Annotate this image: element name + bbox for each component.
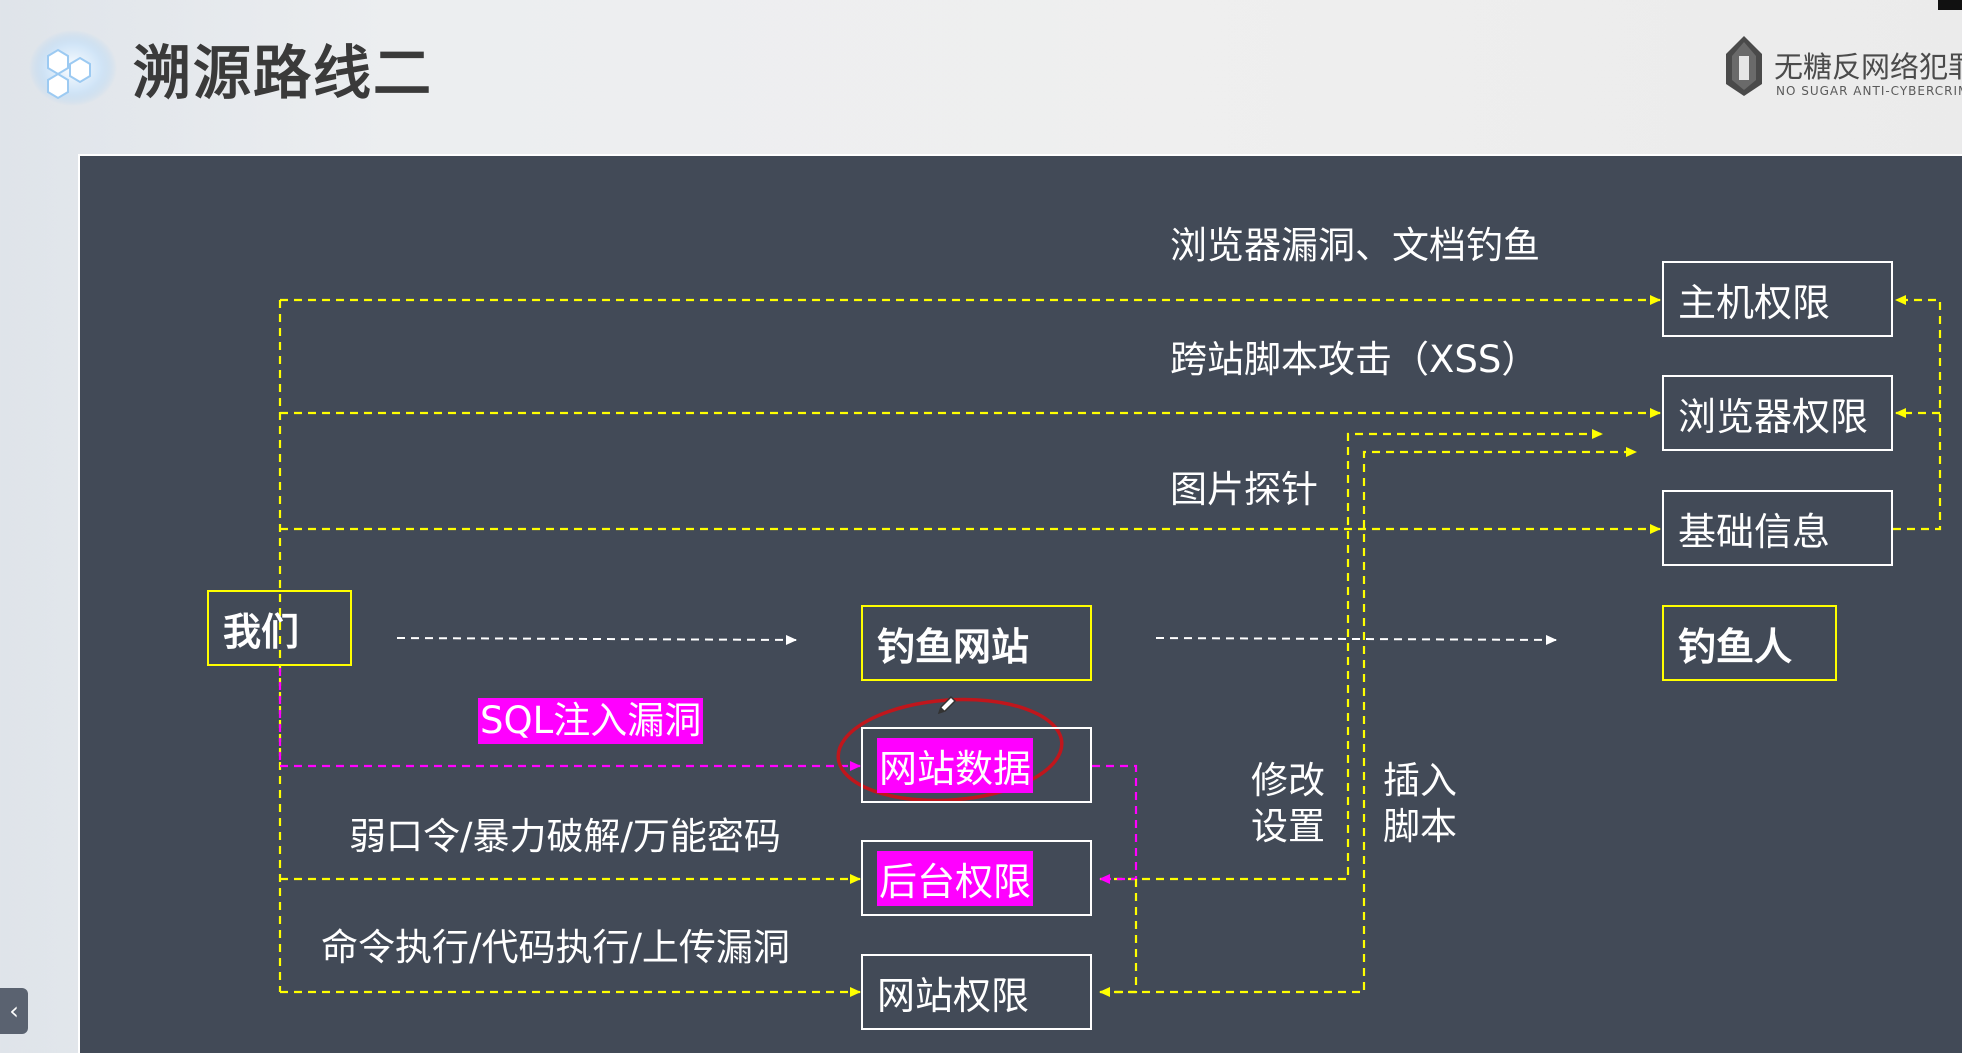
brand-name-cn: 无糖反网络犯罪 xyxy=(1774,50,1962,84)
edge-info-feedback xyxy=(1893,295,1942,531)
label-image-probe: 图片探针 xyxy=(1170,468,1318,511)
edge-data-to-admin xyxy=(1092,764,1138,884)
node-site-privilege: 网站权限 xyxy=(861,954,1092,1030)
node-admin-privilege-label: 后台权限 xyxy=(877,850,1034,906)
node-browser-privilege: 浏览器权限 xyxy=(1662,375,1893,451)
node-phishing-site: 钓鱼网站 xyxy=(861,605,1092,681)
prev-slide-button[interactable]: ‹ xyxy=(0,988,28,1034)
node-admin-privilege: 后台权限 xyxy=(861,840,1092,916)
node-site-data: 网站数据 xyxy=(861,727,1092,803)
brand-name-en: NO SUGAR ANTI-CYBERCRIME xyxy=(1776,84,1962,98)
label-weak-password: 弱口令/暴力破解/万能密码 xyxy=(349,815,781,858)
corner-marker xyxy=(1938,0,1962,10)
node-host-privilege: 主机权限 xyxy=(1662,261,1893,337)
label-browser-vuln: 浏览器漏洞、文档钓鱼 xyxy=(1170,224,1540,267)
slide-header: 溯源路线二 无糖反网络犯罪 NO SUGAR ANTI-CYBERCRIME xyxy=(0,0,1962,150)
label-xss: 跨站脚本攻击（XSS） xyxy=(1170,338,1539,381)
edge-insert-script xyxy=(1100,447,1637,994)
label-sql-injection: SQL注入漏洞 xyxy=(478,698,704,744)
node-site-data-label: 网站数据 xyxy=(877,737,1034,793)
node-basic-info: 基础信息 xyxy=(1662,490,1893,566)
label-modify-settings: 修改设置 xyxy=(1251,759,1325,848)
pencil-cursor-icon xyxy=(937,695,957,715)
shield-logo-icon xyxy=(1726,36,1762,96)
edge-modify-settings xyxy=(1100,429,1603,881)
brand-logo: 无糖反网络犯罪 NO SUGAR ANTI-CYBERCRIME xyxy=(1722,34,1962,104)
hexagon-logo-icon xyxy=(29,30,117,106)
edge-site-to-phisher xyxy=(1155,634,1557,645)
label-command-exec: 命令执行/代码执行/上传漏洞 xyxy=(321,926,790,969)
edge-data-to-site-priv xyxy=(1099,879,1138,997)
label-insert-script: 插入脚本 xyxy=(1383,759,1457,848)
circle-annotation xyxy=(836,697,1064,803)
node-phisher: 钓鱼人 xyxy=(1662,605,1837,681)
node-us: 我们 xyxy=(207,590,352,666)
edge-us-to-site xyxy=(396,634,797,645)
page-title: 溯源路线二 xyxy=(133,39,434,107)
